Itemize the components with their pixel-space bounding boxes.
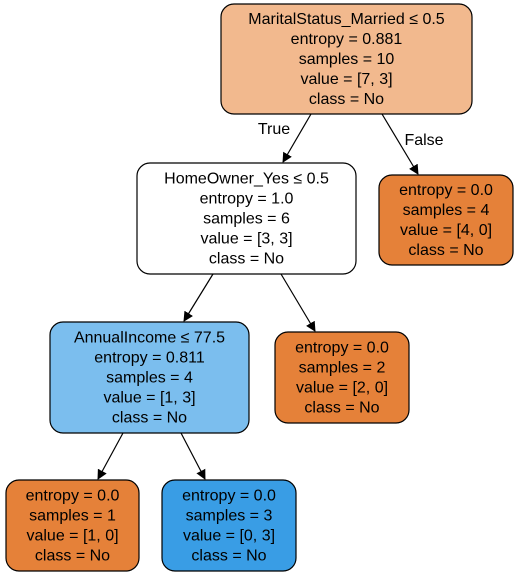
node-entropy-text: entropy = 0.0	[182, 488, 276, 505]
node-value-text: value = [7, 3]	[300, 71, 392, 88]
node-split-text: HomeOwner_Yes ≤ 0.5	[164, 171, 329, 188]
node-box	[5, 479, 140, 572]
edge-n1-to-n4	[280, 273, 316, 332]
node-value-text: value = [1, 0]	[26, 528, 118, 545]
node-value-text: value = [3, 3]	[200, 231, 292, 248]
node-entropy-text: entropy = 0.811	[94, 350, 205, 367]
tree-node-n0: MaritalStatus_Married ≤ 0.5 entropy = 0.8…	[220, 3, 473, 115]
node-samples-text: samples = 4	[403, 202, 490, 219]
tree-edges	[97, 113, 419, 480]
tree-node-n4: entropy = 0.0 samples = 2 value = [2, 0] cl…	[274, 331, 410, 424]
node-samples-text: samples = 3	[186, 508, 273, 525]
tree-node-n2: entropy = 0.0 samples = 4 value = [4, 0] cl…	[378, 174, 514, 266]
node-class-text: class = No	[209, 251, 284, 268]
node-class-text: class = No	[309, 91, 384, 108]
tree-node-n5: entropy = 0.0 samples = 1 value = [1, 0] cl…	[5, 479, 140, 572]
edge-label-false: False	[404, 132, 443, 149]
edge-n0-to-n1	[282, 113, 312, 163]
node-value-text: value = [4, 0]	[400, 222, 492, 239]
node-split-text: AnnualIncome ≤ 77.5	[74, 330, 225, 347]
node-class-text: class = No	[191, 548, 266, 565]
node-value-text: value = [2, 0]	[296, 380, 388, 397]
node-class-text: class = No	[112, 410, 187, 427]
node-box	[378, 174, 514, 266]
node-entropy-text: entropy = 1.0	[200, 191, 294, 208]
tree-node-n1: HomeOwner_Yes ≤ 0.5 entropy = 1.0 samples …	[136, 162, 357, 275]
node-samples-text: samples = 2	[299, 360, 386, 377]
edge-n1-to-n3	[183, 273, 214, 322]
node-split-text: MaritalStatus_Married ≤ 0.5	[248, 11, 445, 28]
node-entropy-text: entropy = 0.0	[399, 182, 493, 199]
node-class-text: class = No	[304, 400, 379, 417]
node-entropy-text: entropy = 0.0	[26, 488, 120, 505]
node-box	[274, 331, 410, 424]
node-class-text: class = No	[35, 548, 110, 565]
node-samples-text: samples = 4	[106, 370, 193, 387]
edge-label-true: True	[258, 121, 290, 138]
node-entropy-text: entropy = 0.0	[295, 340, 389, 357]
node-entropy-text: entropy = 0.881	[291, 31, 403, 48]
node-value-text: value = [0, 3]	[183, 528, 275, 545]
node-samples-text: samples = 6	[203, 211, 290, 228]
edge-n0-to-n2	[381, 113, 419, 175]
node-box	[161, 479, 297, 572]
tree-nodes: MaritalStatus_Married ≤ 0.5 entropy = 0.8…	[5, 3, 514, 572]
node-box	[220, 3, 473, 115]
node-box	[49, 321, 250, 434]
edge-n3-to-n5	[97, 432, 124, 480]
tree-node-n3: AnnualIncome ≤ 77.5 entropy = 0.811 sample…	[49, 321, 250, 434]
node-class-text: class = No	[408, 242, 483, 259]
node-value-text: value = [1, 3]	[103, 390, 195, 407]
edge-n3-to-n6	[180, 432, 206, 480]
node-samples-text: samples = 10	[299, 51, 395, 68]
node-box	[136, 162, 357, 275]
tree-node-n6: entropy = 0.0 samples = 3 value = [0, 3] cl…	[161, 479, 297, 572]
node-samples-text: samples = 1	[29, 508, 116, 525]
